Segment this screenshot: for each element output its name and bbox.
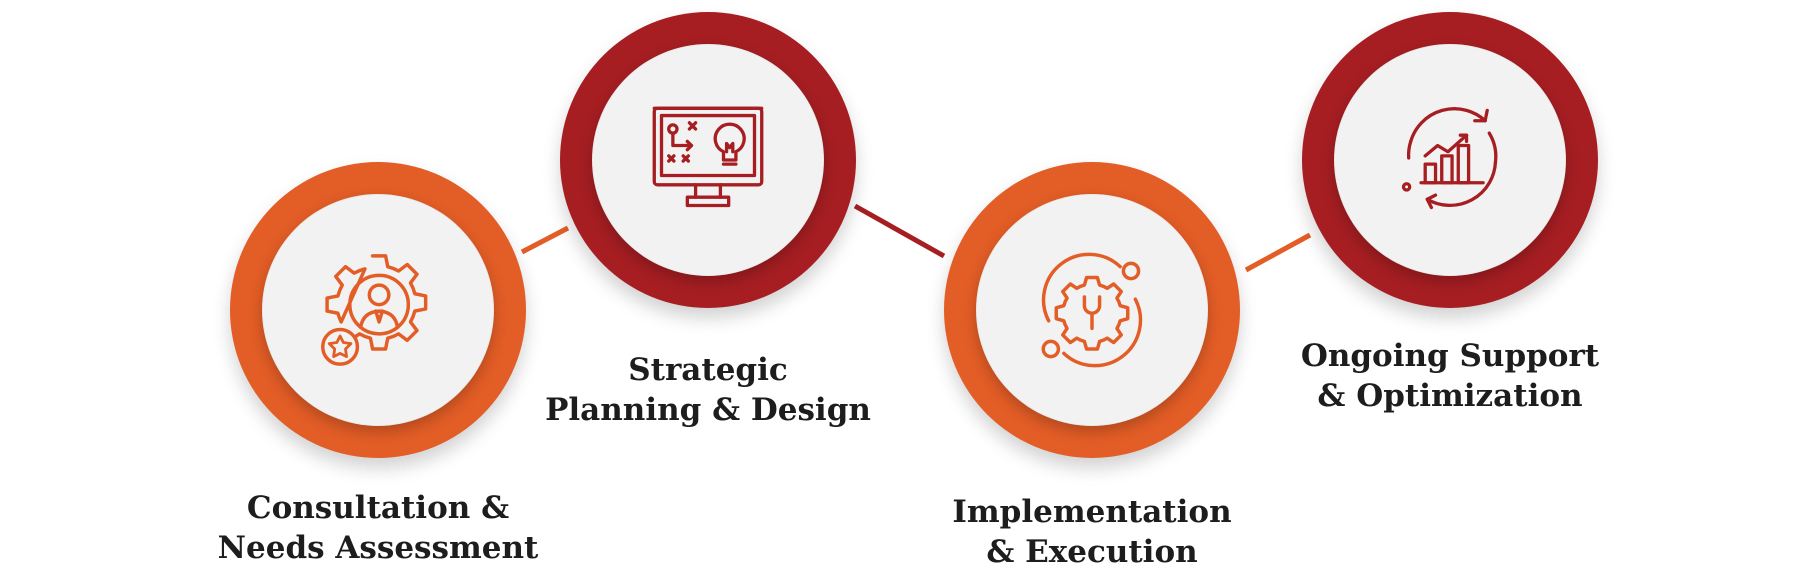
step-1-inner-circle <box>262 194 494 426</box>
step-3-label-line-1: Implementation <box>952 494 1232 530</box>
step-4-inner-circle <box>1334 44 1566 276</box>
connector-line-3-4 <box>1244 232 1312 273</box>
step-2-label-line-1: Strategic <box>628 352 788 388</box>
monitor-strategy-lightbulb-icon <box>652 106 764 208</box>
step-1-label-line-2: Needs Assessment <box>217 530 539 566</box>
step-2-label: Strategic Planning & Design <box>530 350 886 430</box>
gear-wrench-orbit-icon <box>1041 252 1143 368</box>
chart-cycle-arrows-icon <box>1401 107 1498 210</box>
gear-person-star-icon <box>321 254 428 366</box>
step-3-inner-circle <box>976 194 1208 426</box>
step-3-label-line-2: & Execution <box>986 534 1198 570</box>
step-4-label-line-2: & Optimization <box>1317 378 1583 414</box>
step-3-label: Implementation & Execution <box>914 492 1270 572</box>
step-2-inner-circle <box>592 44 824 276</box>
step-1-label: Consultation & Needs Assessment <box>200 488 556 568</box>
connector-line-1-2 <box>520 225 570 255</box>
step-4-label: Ongoing Support & Optimization <box>1272 336 1628 416</box>
step-4-label-line-1: Ongoing Support <box>1300 338 1600 374</box>
step-2-label-line-2: Planning & Design <box>545 392 871 428</box>
connector-line-2-3 <box>853 203 946 259</box>
step-1-label-line-1: Consultation & <box>246 490 510 526</box>
